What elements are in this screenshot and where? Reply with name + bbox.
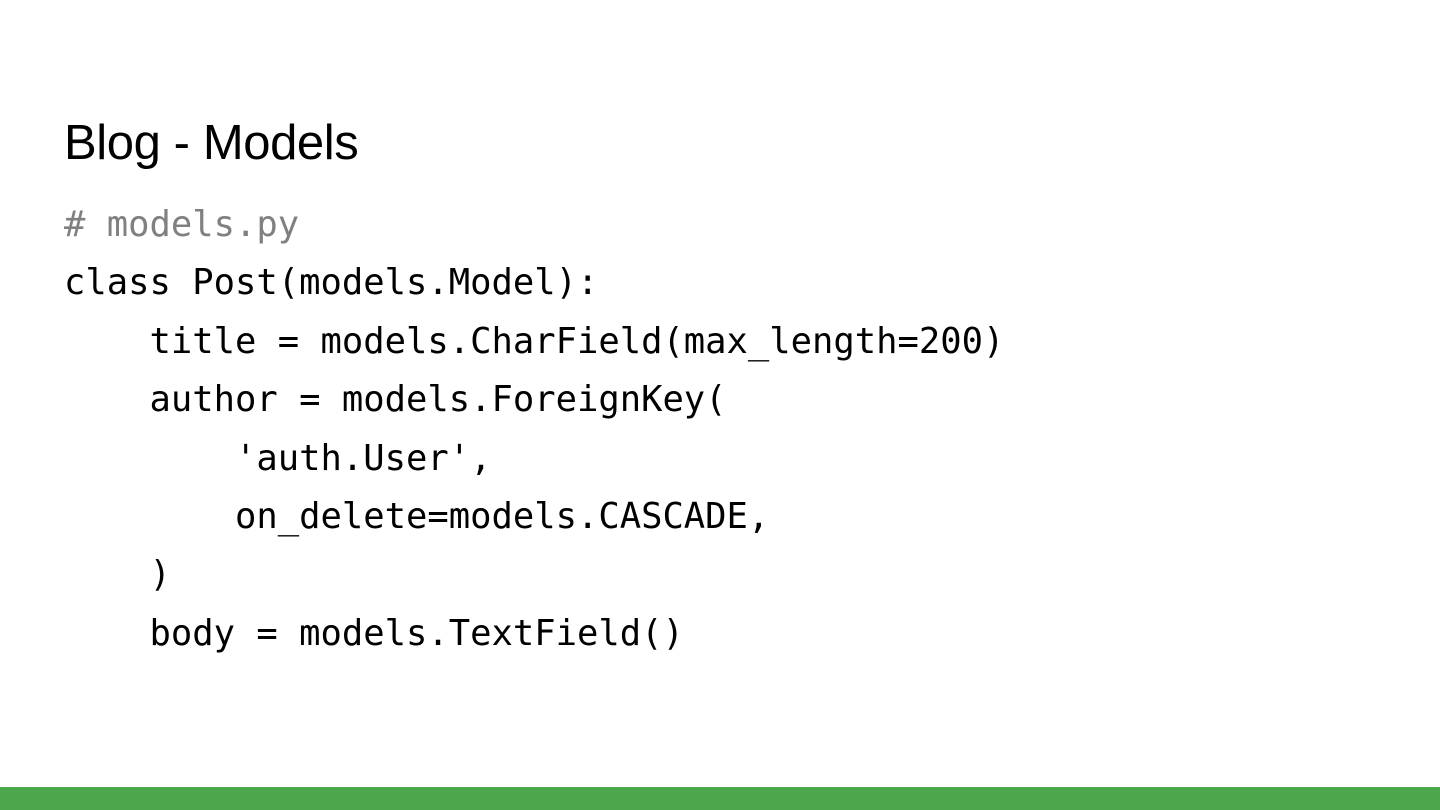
code-line: body = models.TextField() — [64, 612, 684, 654]
code-block: # models.py class Post(models.Model): ti… — [64, 196, 1364, 663]
code-line: 'auth.User', — [64, 437, 492, 479]
code-line: class Post(models.Model): — [64, 262, 599, 304]
code-line: title = models.CharField(max_length=200) — [64, 320, 1005, 362]
footer-accent-bar — [0, 787, 1440, 810]
code-line: # models.py — [64, 204, 300, 245]
page-title: Blog - Models — [64, 115, 359, 170]
code-line: author = models.ForeignKey( — [64, 379, 727, 421]
code-line: ) — [64, 554, 171, 596]
code-line: on_delete=models.CASCADE, — [64, 495, 770, 537]
